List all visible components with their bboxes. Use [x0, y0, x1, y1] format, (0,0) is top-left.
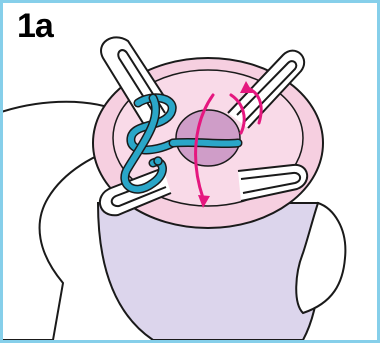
loom-center-hole: [176, 110, 240, 166]
loom-illustration: [3, 3, 377, 340]
yarn-knot: [154, 157, 162, 165]
step-label: 1a: [17, 9, 53, 43]
